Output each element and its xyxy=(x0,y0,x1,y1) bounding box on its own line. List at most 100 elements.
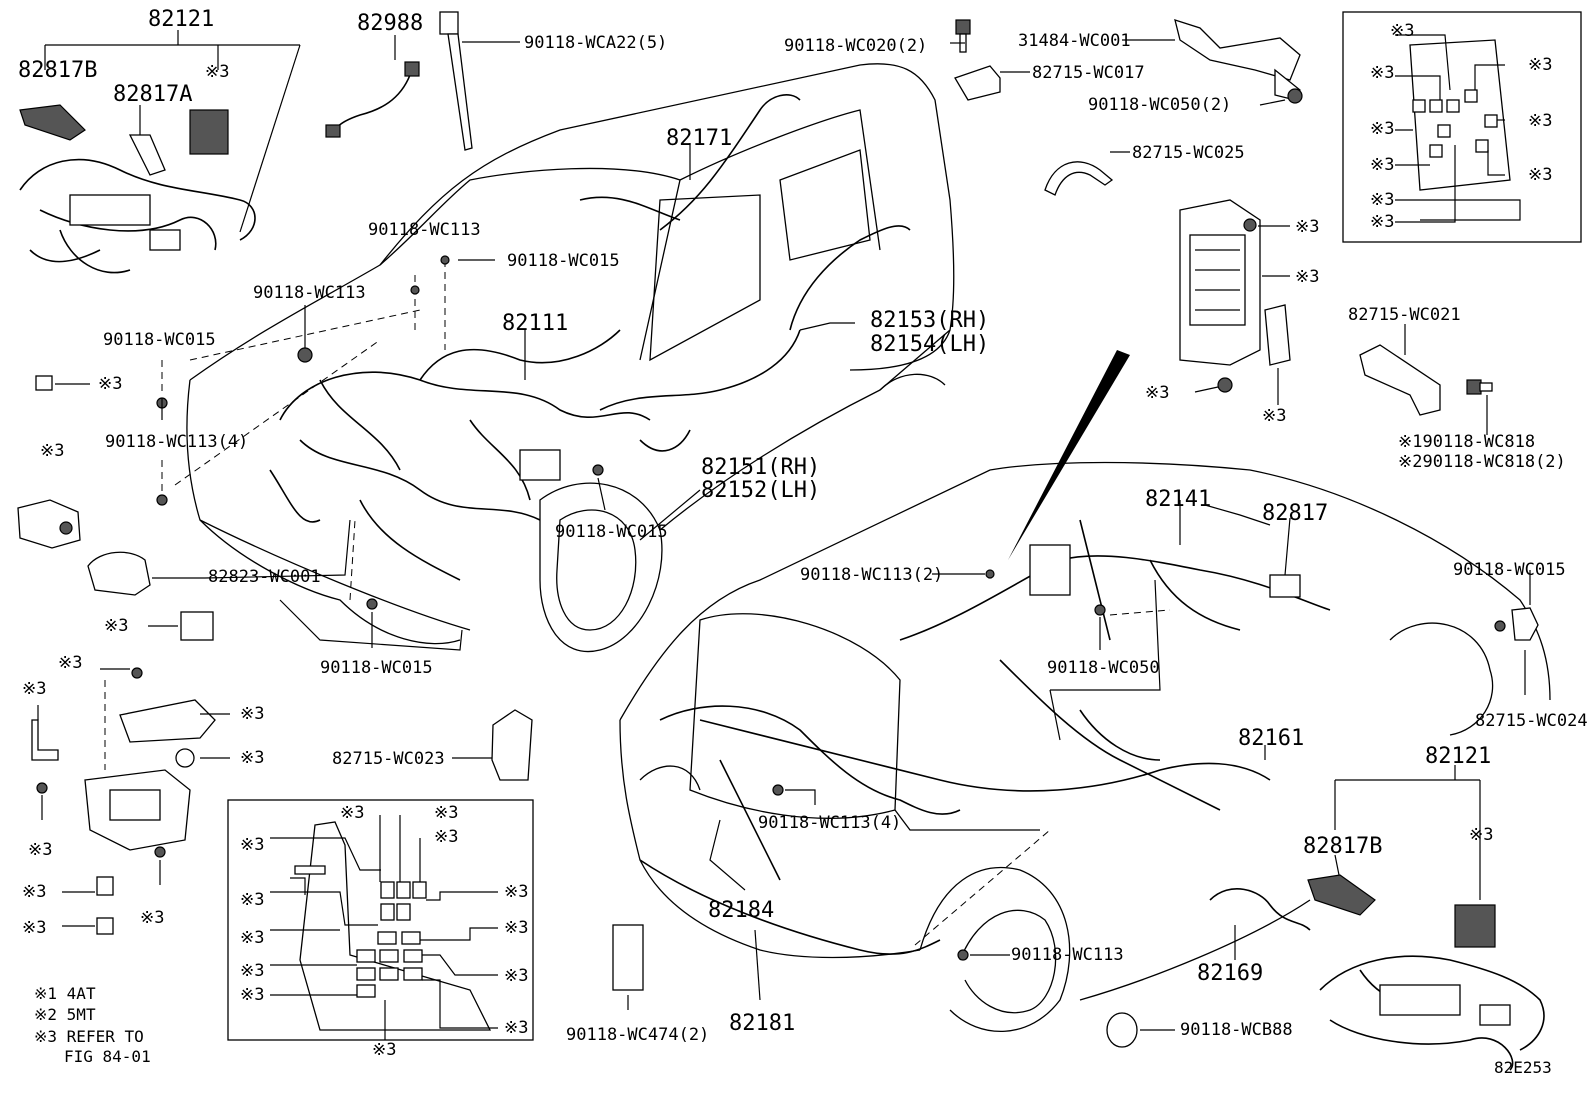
label-82141: 82141 xyxy=(1145,487,1211,512)
ref3-mark: ※3 xyxy=(240,928,264,948)
ref3-mark: ※3 xyxy=(240,704,264,724)
fuse-box-body xyxy=(84,769,191,851)
bracket-wc025 xyxy=(1044,151,1130,196)
ref3-mark: ※3 xyxy=(1528,111,1552,131)
bolt-left-wc113 xyxy=(156,460,168,506)
relay-box-left xyxy=(17,499,81,549)
engine-room-harness xyxy=(269,329,801,581)
label-ref3-bottom-assy: ※3 xyxy=(1469,825,1493,845)
bolt-fusebox-right xyxy=(154,846,166,885)
ref3-mark: ※3 xyxy=(1370,63,1394,83)
ref3-mark: ※3 xyxy=(40,441,64,461)
relay-inset-top-right xyxy=(1342,11,1582,243)
label-90118-WC015-a: 90118-WC015 xyxy=(507,251,620,271)
floor-harness-82141 xyxy=(899,519,1331,641)
label-90118-WCB88: 90118-WCB88 xyxy=(1180,1020,1293,1040)
ref3-mark: ※3 xyxy=(1370,212,1394,232)
label-90118-WC818-1: ※190118-WC818 xyxy=(1398,432,1535,452)
label-82121-bottom: 82121 xyxy=(1425,744,1491,769)
ref3-mark: ※3 xyxy=(58,653,82,673)
cover-82823 xyxy=(87,551,205,596)
rear-callout-lines xyxy=(612,500,1539,1048)
label-82151: 82151(RH) xyxy=(701,455,820,480)
ref3-mark: ※3 xyxy=(1295,217,1319,237)
relay-small-left xyxy=(35,375,90,391)
label-82184: 82184 xyxy=(708,898,774,923)
legend: ※1 4AT ※2 5MT ※3 REFER TO FIG 84-01 xyxy=(34,984,151,1066)
label-82715-WC017: 82715-WC017 xyxy=(1032,63,1145,83)
fuse-box-cover xyxy=(119,699,230,743)
ref3-mark: ※3 xyxy=(240,835,264,855)
ref3-mark: ※3 xyxy=(1295,267,1319,287)
label-82181: 82181 xyxy=(729,1011,795,1036)
label-82152: 82152(LH) xyxy=(701,478,820,503)
label-90118-WC050: 90118-WC050 xyxy=(1047,658,1160,678)
label-90118-WC113-4a: 90118-WC113(4) xyxy=(105,432,248,452)
ref3-mark: ※3 xyxy=(504,1018,528,1038)
label-82817B-bottom: 82817B xyxy=(1303,834,1382,859)
label-90118-WC020: 90118-WC020(2) xyxy=(784,36,927,56)
ref3-mark: ※3 xyxy=(22,882,46,902)
rear-vehicle-outline xyxy=(619,461,1551,1032)
ref3-mark: ※3 xyxy=(340,803,364,823)
ref3-mark: ※3 xyxy=(104,616,128,636)
back-door-harness-82184 xyxy=(659,705,961,881)
label-ref3-top-assy: ※3 xyxy=(205,62,229,82)
ref3-mark: ※3 xyxy=(372,1040,396,1060)
label-82111: 82111 xyxy=(502,311,568,336)
roof-harness-82171 xyxy=(579,94,801,231)
label-82715-WC021: 82715-WC021 xyxy=(1348,305,1461,325)
label-90118-WC113-c: 90118-WC113 xyxy=(1011,945,1124,965)
diagram-code: 82E253 xyxy=(1494,1058,1552,1077)
relay-inset-bottom-left xyxy=(227,799,534,1041)
rear-harness-82161 xyxy=(699,659,1271,811)
front-callout-lines xyxy=(161,143,855,651)
bolt-wc020 xyxy=(950,19,971,53)
label-82121-top: 82121 xyxy=(148,7,214,32)
label-82823-WC001: 82823-WC001 xyxy=(208,567,321,587)
ref3-mark: ※3 xyxy=(504,882,528,902)
door-harness-82153 xyxy=(789,225,911,331)
relay-mid-left xyxy=(148,611,214,641)
part-labels: 82121 82817B 82817A ※3 82988 90118-WCA22… xyxy=(18,7,1588,1045)
label-90118-WC113-b: 90118-WC113 xyxy=(253,283,366,303)
instrument-panel-harness-top xyxy=(19,30,301,274)
bolt-top-fusebox xyxy=(100,667,143,770)
label-90118-WC015-e: 90118-WC015 xyxy=(1453,560,1566,580)
label-90118-WC015-b: 90118-WC015 xyxy=(103,330,216,350)
ref3-mark: ※3 xyxy=(98,374,122,394)
ref3-mark: ※3 xyxy=(504,966,528,986)
label-90118-WC050-2: 90118-WC050(2) xyxy=(1088,95,1231,115)
label-90118-WCA22: 90118-WCA22(5) xyxy=(524,33,667,53)
junction-block xyxy=(1179,199,1291,405)
relay-lower-a xyxy=(62,876,114,896)
ref3-mark: ※3 xyxy=(1528,55,1552,75)
ref3-mark: ※3 xyxy=(240,985,264,1005)
ref3-mark: ※3 xyxy=(22,918,46,938)
label-31484-WC001: 31484-WC001 xyxy=(1018,31,1131,51)
ref3-marks: ※3 ※3 ※3 ※3 ※3 ※3 ※3 ※3 ※3 ※3 ※3 ※3 ※3 ※… xyxy=(22,21,1552,1060)
label-82171: 82171 xyxy=(666,126,732,151)
legend-note-3-ref: FIG 84-01 xyxy=(64,1047,151,1066)
bracket-wc021 xyxy=(1359,324,1493,435)
ref3-mark: ※3 xyxy=(240,890,264,910)
ref3-mark: ※3 xyxy=(1370,119,1394,139)
ref3-mark: ※3 xyxy=(240,748,264,768)
label-82161: 82161 xyxy=(1238,726,1304,751)
front-vehicle-outline xyxy=(186,63,955,653)
nut-fusebox xyxy=(175,748,230,768)
clip-wc050 xyxy=(1259,88,1303,106)
ref3-mark: ※3 xyxy=(1370,155,1394,175)
ref3-mark: ※3 xyxy=(140,908,164,928)
bracket-31484-wc001 xyxy=(1122,19,1301,101)
label-90118-WC474: 90118-WC474(2) xyxy=(566,1025,709,1045)
relay-lower-b xyxy=(62,917,114,935)
ref3-mark: ※3 xyxy=(28,840,52,860)
label-82817A: 82817A xyxy=(113,82,192,107)
legend-note-2: ※2 5MT xyxy=(34,1005,96,1024)
label-82715-WC023: 82715-WC023 xyxy=(332,749,445,769)
label-90118-WC113-4b: 90118-WC113(4) xyxy=(758,813,901,833)
legend-note-3: ※3 REFER TO xyxy=(34,1027,144,1046)
bracket-left-small xyxy=(31,705,59,761)
label-82153: 82153(RH) xyxy=(870,308,989,333)
